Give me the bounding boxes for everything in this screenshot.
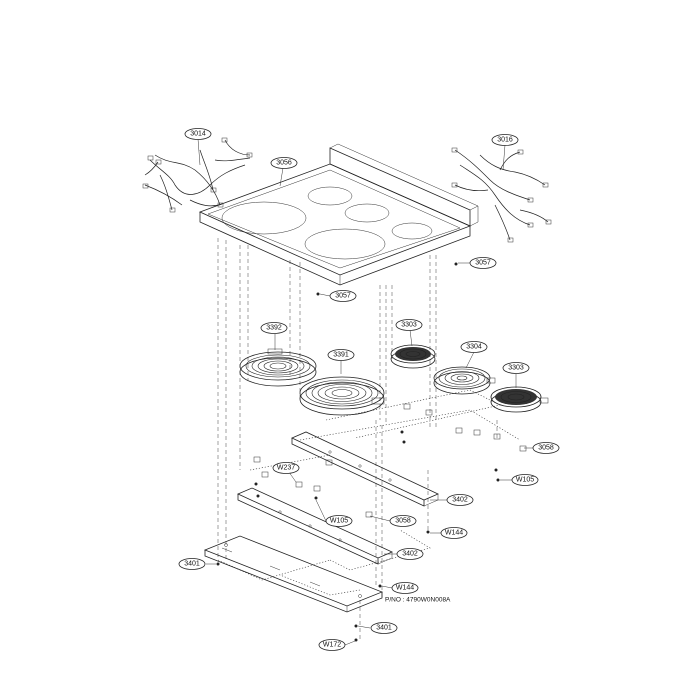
callout-3303-right-text: 3303 xyxy=(508,365,524,372)
surface-element-3392 xyxy=(239,348,317,387)
bottom-cover-3401 xyxy=(203,535,384,613)
callout-w105-right: W105 xyxy=(511,474,539,486)
callout-3392: 3392 xyxy=(260,322,288,334)
alignment-lines xyxy=(217,238,498,640)
callout-w144-lower-text: W144 xyxy=(396,585,414,592)
callout-3016: 3016 xyxy=(491,134,519,146)
callout-3304-text: 3304 xyxy=(466,344,482,351)
surface-element-3303-left xyxy=(390,344,436,369)
callout-3303-left: 3303 xyxy=(395,319,423,331)
callout-3391-text: 3391 xyxy=(333,352,349,359)
callout-3016-text: 3016 xyxy=(497,137,513,144)
cooktop-assembly xyxy=(198,143,479,286)
wire-harness-left xyxy=(142,137,253,213)
callout-3401-left-text: 3401 xyxy=(184,561,200,568)
callout-w172-text: W172 xyxy=(323,642,341,649)
callout-3057-right-text: 3057 xyxy=(475,260,491,267)
callout-3056-text: 3056 xyxy=(276,160,292,167)
callout-3402-upper-text: 3402 xyxy=(452,497,468,504)
bracket-3402-lower xyxy=(237,487,393,565)
callout-w105-right-text: W105 xyxy=(516,477,534,484)
callout-3402-lower-text: 3402 xyxy=(402,551,418,558)
callout-w172: W172 xyxy=(318,639,346,651)
callout-3058-left: 3058 xyxy=(389,515,417,527)
wire-harness-right xyxy=(451,147,552,243)
callout-3058-right: 3058 xyxy=(532,442,560,454)
callout-3401-left: 3401 xyxy=(178,558,206,570)
callout-w105-left: W105 xyxy=(325,515,353,527)
surface-element-3391 xyxy=(299,376,385,416)
leader-lines xyxy=(197,138,533,646)
callout-3058-right-text: 3058 xyxy=(538,445,554,452)
callout-3014: 3014 xyxy=(184,128,212,140)
callout-3057-right: 3057 xyxy=(469,257,497,269)
callout-3402-lower: 3402 xyxy=(396,548,424,560)
callout-3392-text: 3392 xyxy=(266,325,282,332)
bracket-3402-upper xyxy=(291,431,439,507)
callout-3058-left-text: 3058 xyxy=(395,518,411,525)
callout-3303-left-text: 3303 xyxy=(401,322,417,329)
surface-element-3304 xyxy=(433,366,496,395)
callout-3401-lower: 3401 xyxy=(370,622,398,634)
callout-3401-lower-text: 3401 xyxy=(376,625,392,632)
callout-3014-text: 3014 xyxy=(190,131,206,138)
callout-w237-text: W237 xyxy=(277,465,295,472)
callout-3057-left: 3057 xyxy=(329,290,357,302)
callout-3056: 3056 xyxy=(270,157,298,169)
callout-3304: 3304 xyxy=(460,341,488,353)
callout-w144-lower: W144 xyxy=(391,582,419,594)
part-number-label: P/NO : 4790W0N008A xyxy=(385,597,451,604)
callout-3402-upper: 3402 xyxy=(446,494,474,506)
callout-w144-upper-text: W144 xyxy=(445,530,463,537)
callout-3303-right: 3303 xyxy=(502,362,530,374)
callout-w237: W237 xyxy=(272,462,300,474)
callout-3057-left-text: 3057 xyxy=(335,293,351,300)
callout-w105-left-text: W105 xyxy=(330,518,348,525)
surface-element-3303-right xyxy=(490,386,549,413)
callout-w144-upper: W144 xyxy=(440,527,468,539)
callout-3391: 3391 xyxy=(327,349,355,361)
clips-and-screws xyxy=(216,262,527,642)
dotted-outlines xyxy=(217,389,521,596)
